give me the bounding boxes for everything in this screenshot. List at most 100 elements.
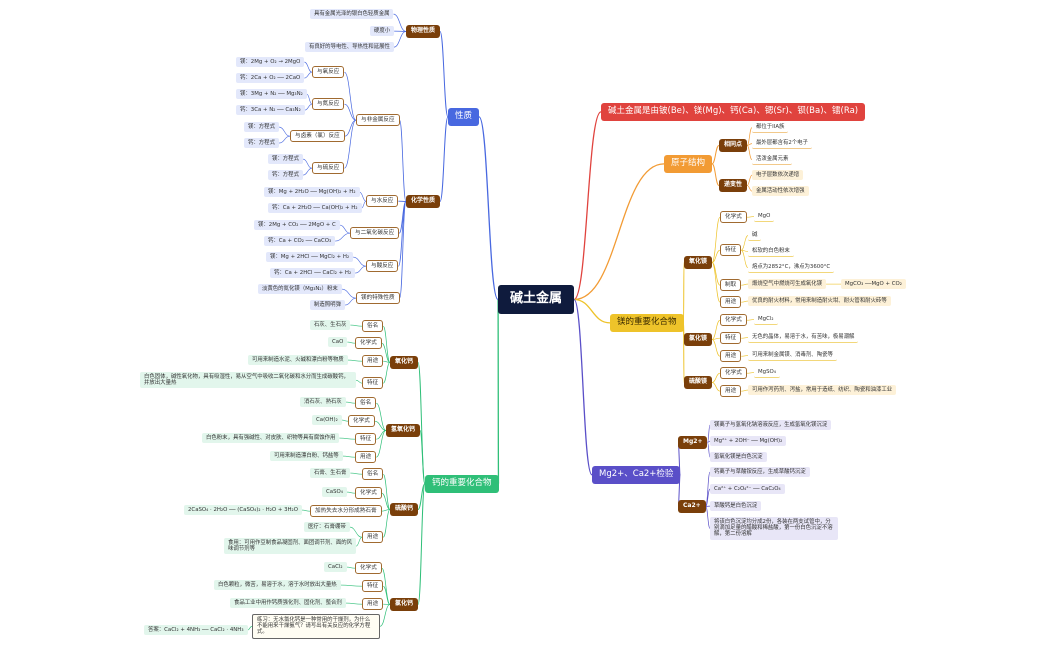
nonmetal-reaction-node[interactable]: 与非金属反应 [356,114,400,127]
mgo-formula: MgO [754,211,775,223]
cacl2-answer: 答案：CaCl₂ + 4NH₃ ── CaCl₂ · 4NH₃ [144,625,248,636]
caoh2-name: 消石灰、熟石灰 [300,397,346,408]
caoh2-name-label[interactable]: 俗名 [355,397,377,410]
cao-formula-label[interactable]: 化学式 [355,337,382,350]
caso4-node[interactable]: 硫酸钙 [390,503,419,516]
mgso4-formula-label[interactable]: 化学式 [720,367,747,380]
similarity-node[interactable]: 相同点 [719,139,748,152]
mg-special-node[interactable]: 镁的特殊性质 [356,292,400,305]
reaction-item: 钙：Ca + CO₂ ── CaCO₃ [264,236,336,247]
oxygen-reaction-node[interactable]: 与氧反应 [312,66,345,79]
special-item: 淡黄色的氮化镁（Mg₃N₂）粉末 [258,284,342,295]
physical-props-node[interactable]: 物理性质 [406,25,441,38]
gradation-item: 金属活动性依次增强 [752,186,809,197]
mg-compounds-node[interactable]: 镁的重要化合物 [610,314,684,332]
mg-test-item: 氢氧化镁是白色沉淀 [710,452,767,463]
caoh2-feature-label[interactable]: 特征 [355,433,377,446]
reaction-item: 钙：方程式 [244,138,279,149]
acid-reaction-node[interactable]: 与酸反应 [366,260,399,273]
cao-name-label[interactable]: 俗名 [362,320,384,333]
cao-use-label[interactable]: 用途 [362,355,384,368]
caso4-heat-equation: 2CaSO₄ · 2H₂O ── (CaSO₄)₂ · H₂O + 3H₂O [184,505,302,516]
cacl2-feature: 白色颗粒，微苦，易溶于水，溶于水时放出大量热 [214,580,341,591]
gradation-item: 电子层数依次递增 [752,170,804,181]
cao-feature-label[interactable]: 特征 [362,377,384,390]
mgo-use: 优良的耐火材料，常用来制造耐火坩、耐火管和耐火砖等 [748,296,891,307]
intro-node[interactable]: 碱土金属是由铍(Be)、镁(Mg)、钙(Ca)、锶(Sr)、钡(Ba)、镭(Ra… [601,103,866,121]
chemical-props-node[interactable]: 化学性质 [406,195,441,208]
ca-test-item: 将该白色沉淀均分成2份，各装在两支试管中，分别滴加足量的醋酸和稀盐酸，第一份白色… [710,517,838,540]
caoh2-formula-label[interactable]: 化学式 [348,415,375,428]
root-topic[interactable]: 碱土金属 [498,285,575,314]
cacl2-formula: CaCl₂ [324,562,347,573]
mgso4-node[interactable]: 硫酸镁 [684,376,713,389]
mgcl2-use: 可用来制金属镁、消毒剂、陶瓷等 [748,350,837,362]
cacl2-node[interactable]: 氯化钙 [390,598,419,611]
ca-test-item: 钙离子与草酸铵反应，生成草酸钙沉淀 [710,467,810,478]
special-item: 制造照明弹 [310,300,345,311]
ca-test-item: 草酸钙是白色沉淀 [710,501,762,512]
mg-test-item: 镁离子与氢氧化钠溶液反应，生成氢氧化镁沉淀 [710,420,832,431]
caoh2-use: 可用来制造漂白粉、钙盐等 [270,451,343,462]
mgo-node[interactable]: 氧化镁 [684,256,713,269]
cacl2-use-label[interactable]: 用途 [362,598,384,611]
caso4-formula-label[interactable]: 化学式 [355,487,382,500]
reaction-item: 钙：2Ca + O₂ ── 2CaO [236,73,305,84]
ca-ion-node[interactable]: Ca2+ [678,500,706,513]
co2-reaction-node[interactable]: 与二氧化碳反应 [350,227,400,240]
mgo-feature-label[interactable]: 特征 [720,244,742,257]
reaction-item: 镁：方程式 [268,154,303,165]
atomic-structure-node[interactable]: 原子结构 [664,155,713,173]
mgcl2-formula: MgCl₂ [754,314,778,326]
gradation-node[interactable]: 递变性 [719,179,748,192]
reaction-item: 镁：2Mg + O₂ → 2MgO [236,57,305,68]
similarity-item: 活泼金属元素 [752,154,793,166]
mgo-use-label[interactable]: 用途 [720,296,742,309]
mgo-feature: 熔点为2852°C，沸点为3600°C [748,262,835,274]
cao-feature: 白色固体，碱性氧化物，具有吸湿性，易从空气中吸收二氧化碳和水分而生成碳酸钙，并放… [140,372,356,389]
caoh2-feature: 白色粉末，具有强碱性、对皮肤、织物等具有腐蚀作用 [202,433,340,444]
reaction-item: 镁：Mg + 2HCl ── MgCl₂ + H₂ [266,252,354,263]
cao-node[interactable]: 氧化钙 [390,356,419,369]
ion-test-node[interactable]: Mg2+、Ca2+检验 [592,466,681,484]
mgo-prep-equation: MgCO₃ ──MgO + CO₂ [841,279,906,290]
halogen-reaction-node[interactable]: 与卤素（氯）反应 [290,130,345,143]
caso4-use-label[interactable]: 用途 [362,531,384,544]
caoh2-formula: Ca(OH)₂ [312,415,342,426]
reaction-item: 钙：方程式 [268,170,303,181]
ca-compounds-node[interactable]: 钙的重要化合物 [425,475,499,493]
reaction-item: 镁：3Mg + N₂ ── Mg₃N₂ [236,89,307,100]
cao-name: 石灰、生石灰 [310,320,351,331]
similarity-item: 都位于IIA族 [752,122,789,134]
mgo-feature: 碱 [748,230,762,242]
sulfur-reaction-node[interactable]: 与硫反应 [312,162,345,175]
similarity-item: 最外层都含有2个电子 [752,138,812,150]
properties-node[interactable]: 性质 [448,108,480,126]
mgo-prep-label[interactable]: 制取 [720,279,742,292]
reaction-item: 镁：2Mg + CO₂ ── 2MgO + C [254,220,340,231]
mg-ion-node[interactable]: Mg2+ [678,436,708,449]
cacl2-use: 食品工业中用作钙质强化剂、固化剂、螯合剂 [230,598,346,609]
mgcl2-feature-label[interactable]: 特征 [720,332,742,345]
physical-prop-item: 硬度小 [370,26,395,37]
caso4-heat-label[interactable]: 加热失去水分形成熟石膏 [310,505,382,518]
mgso4-use-label[interactable]: 用途 [720,385,742,398]
caso4-name-label[interactable]: 俗名 [362,468,384,481]
caso4-use: 医疗：石膏绷带 [304,522,350,533]
nitrogen-reaction-node[interactable]: 与氮反应 [312,98,345,111]
caoh2-use-label[interactable]: 用途 [355,451,377,464]
cacl2-feature-label[interactable]: 特征 [362,580,384,593]
reaction-item: 镁：Mg + 2H₂O ── Mg(OH)₂ + H₂ [264,187,360,198]
mgcl2-use-label[interactable]: 用途 [720,350,742,363]
mgcl2-formula-label[interactable]: 化学式 [720,314,747,327]
water-reaction-node[interactable]: 与水反应 [366,195,399,208]
cao-use: 可用来制造水泥、火碱和漂白粉等物质 [248,355,348,366]
mgcl2-node[interactable]: 氯化镁 [684,333,713,346]
cacl2-formula-label[interactable]: 化学式 [355,562,382,575]
mgcl2-feature: 无色的晶体，易溶于水，有苦味，极易潮解 [748,332,859,344]
caoh2-node[interactable]: 氢氧化钙 [386,424,421,437]
cao-formula: CaO [328,337,348,348]
mgo-formula-label[interactable]: 化学式 [720,211,747,224]
reaction-item: 钙：Ca + 2H₂O ── Ca(OH)₂ + H₂ [268,203,362,214]
